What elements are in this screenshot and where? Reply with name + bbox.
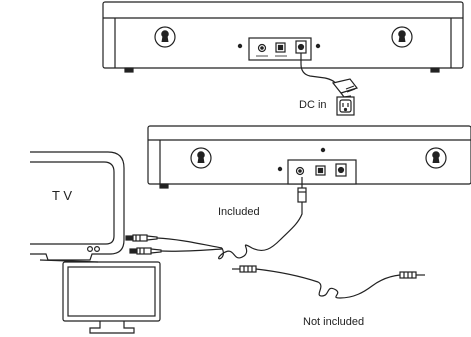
rca-plug-icon	[125, 234, 158, 242]
keyhole-mount-icon	[391, 26, 413, 48]
aux-plug-icon	[297, 177, 307, 203]
keyhole-mount-icon	[190, 147, 212, 169]
keyhole-mount-icon	[425, 147, 447, 169]
connector-panel	[237, 37, 321, 61]
dc-cable	[300, 53, 337, 85]
soundbar-top: DC in	[102, 1, 464, 116]
connector-panel	[277, 147, 357, 185]
power-adapter-icon	[331, 78, 359, 98]
included-label: Included	[218, 206, 260, 218]
power-outlet-icon	[336, 96, 355, 116]
aux-cable-not-included: Not included	[232, 265, 425, 328]
soundbar-middle	[147, 125, 471, 189]
tv-upper: T V	[30, 151, 125, 263]
aux-plug-icon	[232, 265, 257, 273]
tv-lower	[62, 261, 161, 334]
not-included-label: Not included	[303, 316, 364, 328]
keyhole-mount-icon	[154, 26, 176, 48]
dc-in-label: DC in	[299, 99, 327, 111]
tv-label: T V	[52, 188, 72, 203]
rca-plug-icon	[129, 247, 162, 255]
rca-cable-included: Included	[125, 177, 307, 260]
aux-plug-icon	[399, 271, 425, 279]
